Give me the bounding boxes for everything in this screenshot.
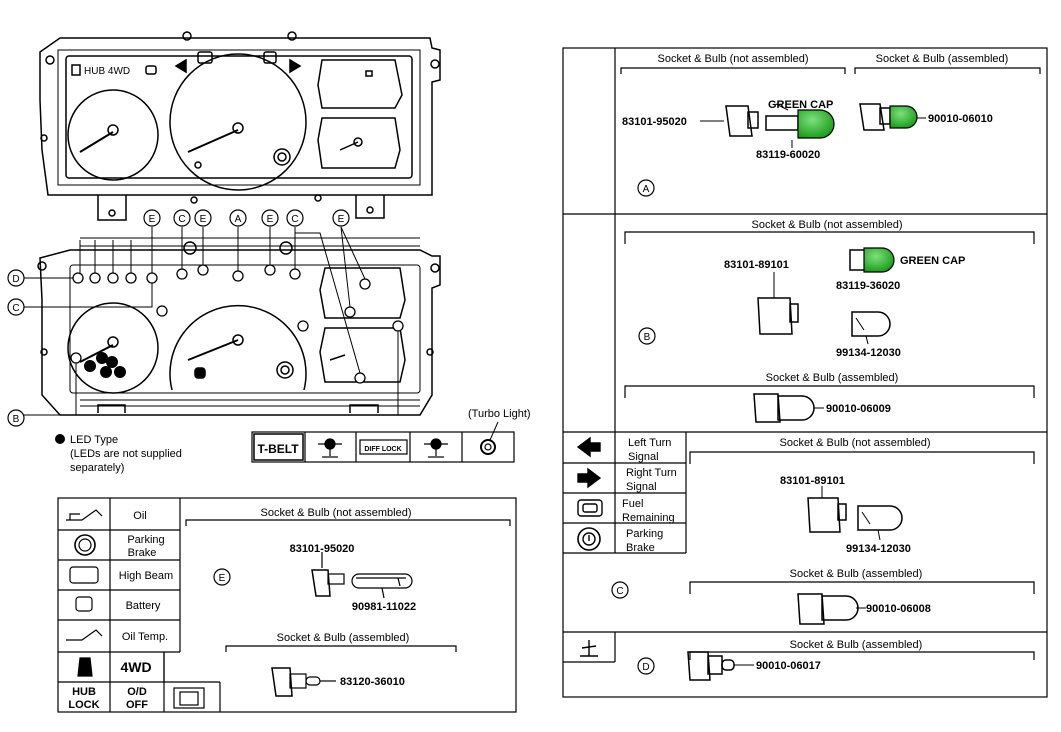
box-e-bulb-pn: 90981-11022	[352, 601, 416, 613]
box-c-icons	[576, 436, 603, 657]
box-c-fuel: Fuel	[622, 498, 643, 510]
box-a-not-assembled: Socket & Bulb (not assembled)	[657, 53, 808, 65]
box-b-green-cap	[863, 247, 895, 273]
box-a-socket-pn: 83101-95020	[622, 116, 687, 128]
box-a-green-cap-assembled	[889, 105, 918, 129]
callout-e-4: E	[338, 214, 345, 225]
box-c-left-turn: Left Turn	[628, 437, 671, 449]
box-a-letter: A	[643, 184, 650, 195]
box-a-green-cap	[797, 109, 835, 139]
box-c-not-assembled: Socket & Bulb (not assembled)	[779, 437, 930, 449]
box-b-bulb-pn: 99134-12030	[836, 347, 901, 359]
callout-e-2: E	[200, 214, 207, 225]
led-note-2: (LEDs are not supplied	[70, 448, 182, 460]
box-a-assembled: Socket & Bulb (assembled)	[876, 53, 1009, 65]
legend-oil-temp: Oil Temp.	[122, 631, 168, 643]
legend-brake: Brake	[128, 547, 157, 559]
socket-holes	[70, 264, 404, 384]
callout-b: B	[13, 414, 20, 425]
box-c-socket-pn: 83101-89101	[780, 475, 845, 487]
callout-e-1: E	[149, 214, 156, 225]
box-b-assembled: Socket & Bulb (assembled)	[766, 372, 899, 384]
box-a-marker	[637, 179, 655, 197]
legend-battery: Battery	[126, 600, 161, 612]
box-b-cap-pn: 83119-36020	[836, 280, 900, 292]
box-a-assembled-pn: 90010-06010	[928, 113, 993, 125]
box-b-assembled-pn: 90010-06009	[826, 403, 891, 415]
callout-c-2: C	[291, 214, 298, 225]
leader-lines	[24, 226, 399, 416]
callout-letters	[7, 209, 350, 427]
box-c-assembled-pn: 90010-06008	[866, 603, 931, 615]
box-e-assembled: Socket & Bulb (assembled)	[277, 632, 410, 644]
box-e-socket-pn: 83101-95020	[290, 543, 355, 555]
legend-lock: LOCK	[68, 699, 99, 711]
box-c-right-signal: Signal	[626, 481, 657, 493]
callout-d: D	[12, 274, 19, 285]
box-e	[57, 497, 517, 713]
cluster-top	[39, 31, 441, 221]
box-d-assembled: Socket & Bulb (assembled)	[790, 639, 923, 651]
box-e-marker	[213, 568, 231, 586]
box-b-parts	[753, 249, 891, 423]
callout-a: A	[235, 214, 242, 225]
box-a-cap-pn: 83119-60020	[756, 149, 820, 161]
box-c-brake: Brake	[626, 542, 655, 554]
box-e-not-assembled: Socket & Bulb (not assembled)	[260, 507, 411, 519]
cluster-bottom	[37, 237, 441, 416]
led-dots	[84, 352, 126, 378]
box-a-green-cap-label: GREEN CAP	[768, 99, 833, 111]
legend-od: O/D	[127, 686, 147, 698]
box-d-assembled-pn: 90010-06017	[756, 660, 821, 672]
callout-c-3: C	[12, 303, 19, 314]
box-e-letter: E	[219, 573, 226, 584]
tbelt-label: T-BELT	[257, 442, 299, 456]
box-e-assembled-pn: 83120-36010	[340, 676, 405, 688]
box-d-letter: D	[642, 662, 649, 673]
box-c-letter: C	[616, 586, 623, 597]
box-c-bulb-pn: 99134-12030	[846, 543, 911, 555]
indicator-strip	[251, 431, 515, 463]
difflock-label: DIFF LOCK	[364, 446, 401, 453]
box-d-marker	[637, 657, 655, 675]
legend-off: OFF	[126, 699, 148, 711]
turbo-leader	[489, 421, 499, 441]
right-frame	[562, 47, 1048, 698]
box-c-remaining: Remaining	[622, 512, 675, 524]
box-b-green-cap-label: GREEN CAP	[900, 255, 965, 267]
box-c-parking: Parking	[626, 528, 663, 540]
turbo-light-label: (Turbo Light)	[468, 408, 531, 420]
legend-4wd: 4WD	[120, 659, 151, 675]
box-b-socket-pn: 83101-89101	[724, 259, 789, 271]
legend-oil: Oil	[133, 510, 146, 522]
box-c-assembled: Socket & Bulb (assembled)	[790, 568, 923, 580]
box-c-left-signal: Signal	[628, 451, 659, 463]
box-c-parts	[797, 486, 903, 625]
box-b-marker	[638, 327, 656, 345]
led-note-1: LED Type	[70, 434, 118, 446]
box-c-right-turn: Right Turn	[626, 467, 677, 479]
callout-e-3: E	[267, 214, 274, 225]
callout-c-1: C	[178, 214, 185, 225]
led-bullet	[55, 434, 65, 444]
legend-parking: Parking	[127, 534, 164, 546]
mini-labels: HUB 4WD	[84, 66, 130, 77]
legend-hub: HUB	[72, 686, 96, 698]
box-b-letter: B	[644, 332, 651, 343]
led-note-3: separately)	[70, 462, 124, 474]
box-b-not-assembled: Socket & Bulb (not assembled)	[751, 219, 902, 231]
box-d-parts	[687, 651, 754, 681]
box-c-marker	[611, 581, 629, 599]
legend-high-beam: High Beam	[119, 570, 173, 582]
